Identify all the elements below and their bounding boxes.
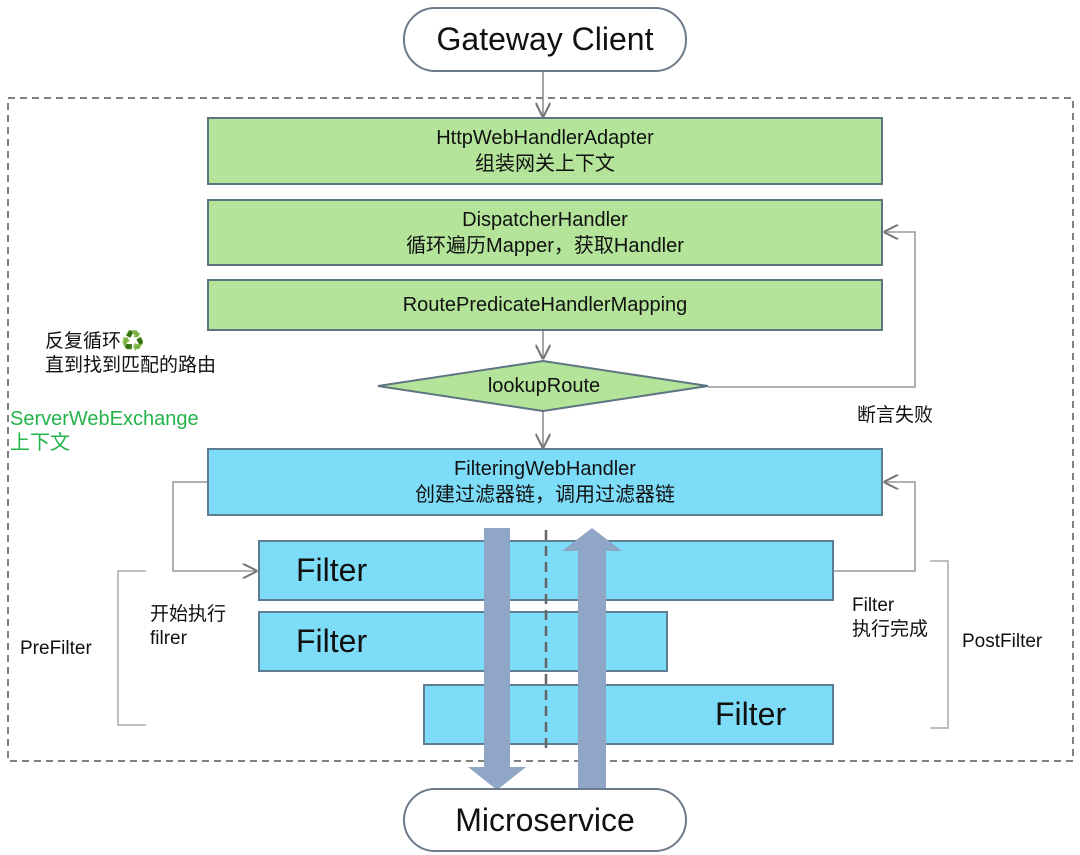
- dispatcher-title: DispatcherHandler: [462, 208, 628, 231]
- prefilter-bracket: [117, 570, 146, 726]
- response-up-arrow: [562, 528, 622, 790]
- gateway-client-node: Gateway Client: [403, 7, 687, 72]
- exchange-note-line2: 上下文: [10, 432, 70, 454]
- assert-fail-label: 断言失败: [857, 405, 934, 426]
- exchange-note: ServerWebExchange 上下文: [10, 407, 199, 455]
- microservice-node: Microservice: [403, 788, 687, 852]
- filter-label-1: Filter: [296, 552, 368, 588]
- start-note-line1: 开始执行: [150, 604, 227, 625]
- filtering-title: FilteringWebHandler: [454, 458, 636, 480]
- start-note-line2: filrer: [150, 628, 187, 649]
- lookup-route-diamond: [377, 359, 709, 413]
- route-predicate-mapping-box: RoutePredicateHandlerMapping: [207, 279, 883, 331]
- gateway-boundary-frame: [7, 97, 1074, 762]
- gateway-client-label: Gateway Client: [436, 21, 654, 57]
- loop-note: 反复循环♻️ 直到找到匹配的路由: [45, 330, 216, 378]
- exchange-note-line1: ServerWebExchange: [10, 408, 199, 430]
- postfilter-label: PostFilter: [962, 631, 1043, 652]
- start-filter-note: 开始执行 filrer: [150, 603, 226, 651]
- prefilter-label: PreFilter: [20, 638, 92, 659]
- prefilter-connector: [172, 481, 256, 571]
- adapter-title: HttpWebHandlerAdapter: [436, 127, 654, 149]
- dispatcher-subtitle: 循环遍历Mapper，获取Handler: [406, 234, 684, 257]
- loop-back-connector: [708, 232, 916, 388]
- filtering-web-handler-box: FilteringWebHandler 创建过滤器链，调用过滤器链: [207, 448, 883, 516]
- loop-note-line2: 直到找到匹配的路由: [45, 355, 217, 376]
- mapping-title: RoutePredicateHandlerMapping: [402, 294, 688, 316]
- postfilter-bracket: [930, 560, 949, 729]
- filtering-subtitle: 创建过滤器链，调用过滤器链: [415, 484, 675, 506]
- adapter-subtitle: 组装网关上下文: [475, 153, 615, 175]
- microservice-label: Microservice: [455, 801, 635, 838]
- lookup-route-label: lookupRoute: [487, 375, 601, 397]
- done-note-line1: Filter: [852, 595, 895, 616]
- dispatcher-handler-box: DispatcherHandler 循环遍历Mapper，获取Handler: [207, 199, 883, 266]
- filter-label-2: Filter: [296, 623, 368, 659]
- done-note-line2: 执行完成: [852, 619, 929, 640]
- loop-note-line1: 反复循环♻️: [45, 331, 145, 352]
- request-down-arrow: [468, 528, 526, 790]
- filter-done-note: Filter 执行完成: [852, 594, 928, 642]
- http-web-handler-adapter-box: HttpWebHandlerAdapter 组装网关上下文: [207, 117, 883, 185]
- filter-label-3: Filter: [715, 696, 787, 732]
- postfilter-connector: [833, 482, 916, 572]
